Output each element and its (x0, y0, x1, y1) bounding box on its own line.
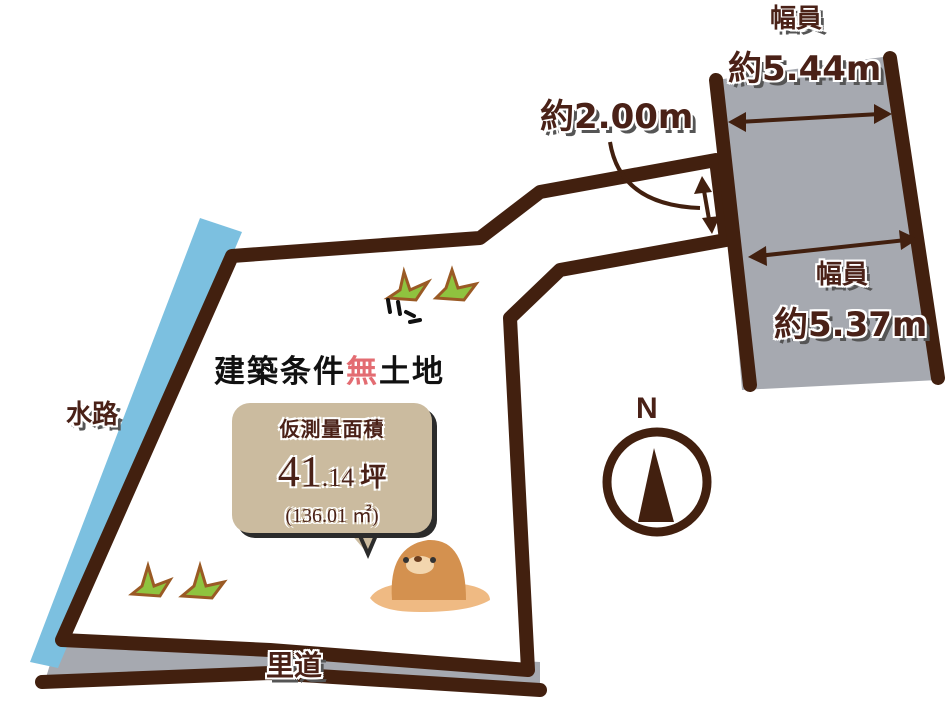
dimension-arrow-icon (608, 104, 918, 266)
road-width-bottom-value: 約5.37m (774, 305, 928, 345)
title-highlight: 無 (346, 354, 379, 390)
road-width-top-value: 約5.44m (728, 49, 882, 89)
area-heading: 仮測量面積 (279, 417, 385, 441)
compass-icon (602, 427, 712, 537)
area-tsubo-unit: 坪 (360, 463, 387, 493)
title-prefix: 建築条件 (214, 354, 346, 390)
title-suffix: 土地 (379, 354, 445, 390)
back-road-edge (35, 666, 547, 697)
front-road-edge-left (709, 73, 757, 392)
waterway-channel (30, 218, 242, 668)
front-road-edge-right (883, 51, 945, 385)
area-tsubo-int: 41 (277, 447, 322, 496)
road-width-bottom-title: 幅員 (816, 260, 869, 290)
listing-title: 建築条件無土地 (214, 346, 445, 391)
area-tsubo-dec: .14 (321, 463, 355, 492)
access-width-value: 約2.00m (540, 97, 694, 137)
front-road (716, 56, 938, 390)
area-sqm: (136.01 ㎡) (285, 505, 379, 527)
road-width-top-title: 幅員 (770, 4, 823, 34)
bubble-tail (344, 525, 382, 559)
mole-icon (370, 539, 490, 612)
waterway-label: 水路 (66, 400, 119, 430)
grass-icon (128, 265, 480, 600)
north-label: N (636, 392, 658, 425)
back-road-label: 里道 (266, 649, 323, 682)
